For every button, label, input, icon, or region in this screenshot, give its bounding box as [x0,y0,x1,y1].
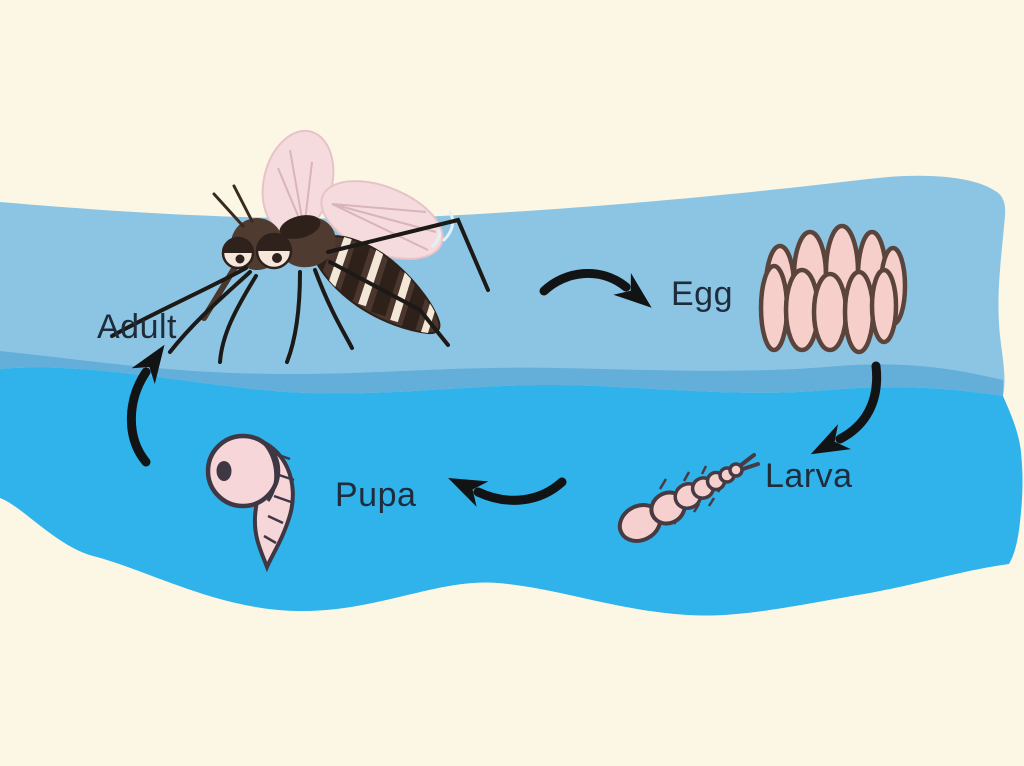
mosquito-eye-right [255,232,293,270]
mosquito-thorax-patch [279,215,321,239]
mosquito-eye-left [221,236,255,270]
egg [869,267,899,345]
wing-motion-lines [431,210,455,248]
egg [842,269,876,355]
egg [811,271,849,353]
pupa-head [205,433,281,509]
pupa-illustration [205,433,295,573]
egg-cluster-illustration [758,223,908,355]
egg-label: Egg [671,275,733,313]
mosquito-antennae [212,184,254,228]
arrow-larva-to-pupa [448,477,567,507]
water-band-dark [0,367,1023,616]
pupa-label: Pupa [335,476,417,514]
larva-label: Larva [765,457,853,495]
pupa-eye [216,461,232,481]
mosquito-legs [110,217,490,364]
pupa-head-crease [260,439,278,502]
larva-illustration [617,453,760,543]
arrow-egg-to-larva [810,361,882,455]
larva-tail-fork [739,453,760,471]
adult-label: Adult [97,308,177,346]
water-band-mid-shading [0,351,1003,396]
arrow-adult-to-egg [539,269,652,308]
egg [758,263,790,353]
arrow-pupa-to-adult [126,344,165,467]
